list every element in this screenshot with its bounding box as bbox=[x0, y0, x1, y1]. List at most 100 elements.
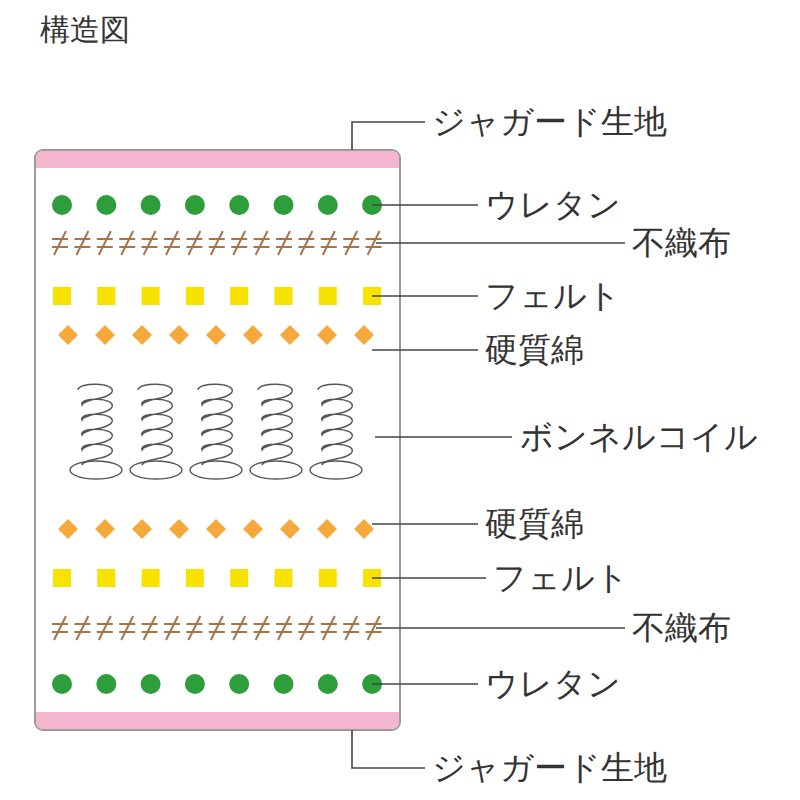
mattress-outline bbox=[35, 150, 400, 730]
urethane-dot bbox=[318, 195, 338, 215]
hardcotton-diamond bbox=[206, 519, 226, 539]
nonwoven-mark bbox=[119, 616, 135, 640]
coil-base bbox=[190, 461, 242, 479]
nonwoven-mark bbox=[276, 231, 292, 255]
hardcotton-diamond bbox=[354, 519, 374, 539]
hardcotton-diamond bbox=[280, 325, 300, 345]
urethane-dot bbox=[141, 195, 161, 215]
hardcotton-diamond bbox=[95, 519, 115, 539]
nonwoven-mark bbox=[74, 231, 90, 255]
hardcotton-diamond bbox=[169, 519, 189, 539]
felt-square bbox=[230, 287, 248, 305]
felt-square bbox=[186, 569, 204, 587]
nonwoven-mark bbox=[231, 616, 247, 640]
layer-label: ジャガード生地 bbox=[432, 749, 667, 787]
layer-marks bbox=[52, 195, 382, 694]
felt-square bbox=[230, 569, 248, 587]
urethane-dot bbox=[52, 195, 72, 215]
hardcotton-diamond bbox=[95, 325, 115, 345]
urethane-dot bbox=[96, 195, 116, 215]
felt-square bbox=[53, 569, 71, 587]
layer-label: 不織布 bbox=[632, 224, 731, 262]
coil-spring bbox=[78, 384, 112, 465]
coil-spring bbox=[198, 384, 232, 465]
felt-square bbox=[275, 569, 293, 587]
hardcotton-diamond bbox=[317, 519, 337, 539]
nonwoven-mark bbox=[298, 616, 314, 640]
layer-label: 硬質綿 bbox=[485, 505, 584, 543]
coil-base bbox=[250, 461, 302, 479]
hardcotton-diamond bbox=[58, 325, 78, 345]
hardcotton-diamond bbox=[243, 325, 263, 345]
nonwoven-mark bbox=[119, 231, 135, 255]
nonwoven-mark bbox=[164, 231, 180, 255]
urethane-dot bbox=[274, 674, 294, 694]
nonwoven-mark bbox=[321, 616, 337, 640]
urethane-dot bbox=[274, 195, 294, 215]
nonwoven-mark bbox=[254, 231, 270, 255]
hardcotton-diamond bbox=[132, 325, 152, 345]
nonwoven-mark bbox=[74, 616, 90, 640]
felt-square bbox=[275, 287, 293, 305]
diagram-title: 構造図 bbox=[40, 13, 130, 48]
urethane-dot bbox=[52, 674, 72, 694]
layer-label: フェルト bbox=[493, 559, 629, 597]
urethane-dot bbox=[229, 674, 249, 694]
urethane-dot bbox=[141, 674, 161, 694]
nonwoven-mark bbox=[254, 616, 270, 640]
layer-label: ボンネルコイル bbox=[520, 418, 758, 456]
coil-spring bbox=[138, 384, 172, 465]
nonwoven-mark bbox=[209, 231, 225, 255]
felt-square bbox=[53, 287, 71, 305]
felt-square bbox=[97, 287, 115, 305]
hardcotton-diamond bbox=[317, 325, 337, 345]
layer-label: ウレタン bbox=[485, 186, 621, 224]
hardcotton-diamond bbox=[354, 325, 374, 345]
layer-label: フェルト bbox=[485, 277, 621, 315]
nonwoven-mark bbox=[343, 616, 359, 640]
hardcotton-diamond bbox=[280, 519, 300, 539]
nonwoven-mark bbox=[343, 231, 359, 255]
felt-square bbox=[142, 287, 160, 305]
coil-base bbox=[70, 461, 122, 479]
coil-base bbox=[310, 461, 362, 479]
felt-square bbox=[186, 287, 204, 305]
nonwoven-mark bbox=[164, 616, 180, 640]
nonwoven-mark bbox=[97, 231, 113, 255]
urethane-dot bbox=[229, 195, 249, 215]
nonwoven-mark bbox=[276, 616, 292, 640]
felt-square bbox=[319, 287, 337, 305]
nonwoven-mark bbox=[142, 616, 158, 640]
nonwoven-mark bbox=[209, 616, 225, 640]
nonwoven-mark bbox=[52, 616, 68, 640]
layer-label: ジャガード生地 bbox=[432, 103, 667, 141]
layer-label: 不織布 bbox=[632, 609, 731, 647]
layer-label: 硬質綿 bbox=[485, 331, 584, 369]
hardcotton-diamond bbox=[132, 519, 152, 539]
nonwoven-mark bbox=[52, 231, 68, 255]
nonwoven-mark bbox=[231, 231, 247, 255]
felt-square bbox=[142, 569, 160, 587]
coil-spring bbox=[258, 384, 292, 465]
coil-base bbox=[130, 461, 182, 479]
urethane-dot bbox=[185, 674, 205, 694]
jacquard-bottom-band bbox=[36, 712, 399, 729]
jacquard-top-band bbox=[36, 151, 399, 168]
nonwoven-mark bbox=[142, 231, 158, 255]
nonwoven-mark bbox=[186, 616, 202, 640]
layer-label: ウレタン bbox=[485, 665, 621, 703]
hardcotton-diamond bbox=[169, 325, 189, 345]
nonwoven-mark bbox=[186, 231, 202, 255]
urethane-dot bbox=[318, 674, 338, 694]
hardcotton-diamond bbox=[58, 519, 78, 539]
nonwoven-mark bbox=[97, 616, 113, 640]
felt-square bbox=[97, 569, 115, 587]
coil-spring bbox=[318, 384, 352, 465]
hardcotton-diamond bbox=[243, 519, 263, 539]
nonwoven-mark bbox=[298, 231, 314, 255]
urethane-dot bbox=[96, 674, 116, 694]
nonwoven-mark bbox=[321, 231, 337, 255]
felt-square bbox=[319, 569, 337, 587]
hardcotton-diamond bbox=[206, 325, 226, 345]
